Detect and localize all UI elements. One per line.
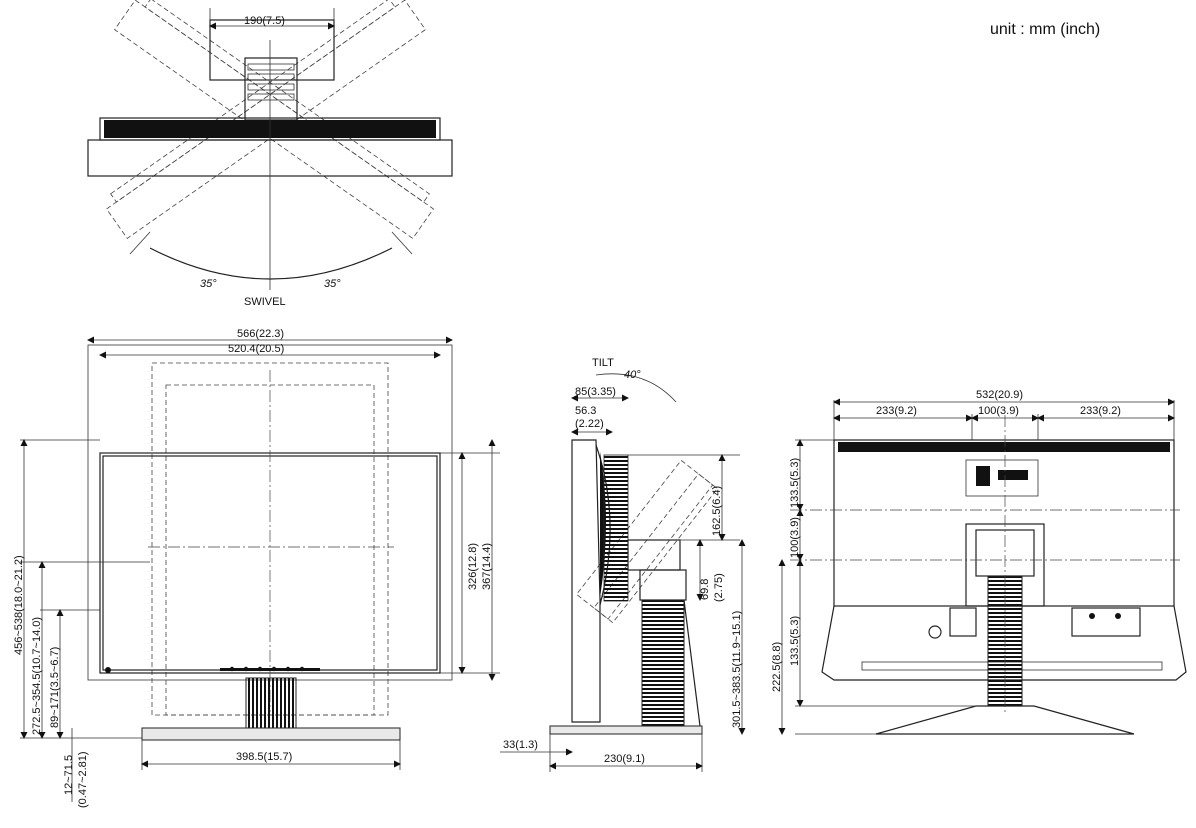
side-hinge-b: (2.75) bbox=[713, 573, 725, 602]
front-base-gap-a: 12~71.5 bbox=[63, 755, 75, 795]
side-base-offset: 33(1.3) bbox=[503, 739, 538, 751]
swivel-caption: SWIVEL bbox=[244, 296, 286, 308]
front-screen-width: 520.4(20.5) bbox=[228, 343, 284, 355]
front-screen-height: 326(12.8) bbox=[467, 543, 479, 590]
front-base-gap-b: (0.47~2.81) bbox=[77, 751, 89, 808]
side-hinge-a: 69.8 bbox=[699, 579, 711, 600]
side-tilt-angle: 40° bbox=[624, 369, 641, 381]
side-tilt-label: TILT bbox=[592, 357, 614, 369]
front-center-height-range: 272.5~354.5(10.7~14.0) bbox=[31, 617, 43, 735]
swivel-angle-right: 35° bbox=[324, 278, 341, 290]
rear-left-offset: 233(9.2) bbox=[876, 405, 917, 417]
rear-view: 532(20.9) 233(9.2) 100(3.9) 233(9.2) 133… bbox=[771, 389, 1187, 735]
side-depth-panel-a: 56.3 bbox=[575, 405, 596, 417]
rear-overall-width: 532(20.9) bbox=[976, 389, 1023, 401]
front-overall-height: 367(14.4) bbox=[481, 543, 493, 590]
side-stand-height: 301.5~383.5(11.9~15.1) bbox=[731, 611, 743, 728]
rear-right-offset: 233(9.2) bbox=[1080, 405, 1121, 417]
swivel-width-label: 190(7.5) bbox=[244, 15, 285, 27]
rear-vesa-height: 100(3.9) bbox=[789, 517, 801, 558]
side-base-depth: 230(9.1) bbox=[604, 753, 645, 765]
rear-vesa-width: 100(3.9) bbox=[978, 405, 1019, 417]
side-stand-upper: 162.5(6.4) bbox=[711, 486, 723, 536]
swivel-angle-left: 35° bbox=[200, 278, 217, 290]
front-height-range: 456~538(18.0~21.2) bbox=[13, 555, 25, 655]
front-base-width: 398.5(15.7) bbox=[236, 751, 292, 763]
rear-upper-offset: 133.5(5.3) bbox=[789, 458, 801, 508]
front-bottom-height-range: 89~171(3.5~6.7) bbox=[49, 647, 61, 728]
front-overall-width: 566(22.3) bbox=[237, 328, 284, 340]
front-view: 566(22.3) 520.4(20.5) 398.5(15.7) 326(12… bbox=[13, 328, 500, 808]
side-depth-top: 85(3.35) bbox=[575, 386, 616, 398]
rear-lower-offset: 133.5(5.3) bbox=[789, 616, 801, 666]
side-view: TILT 40° 85(3.35) 56.3 (2.22) 162.5(6.4)… bbox=[500, 357, 746, 772]
side-depth-panel-b: (2.22) bbox=[575, 418, 604, 430]
swivel-top-view: 190(7.5) 35° 35° SWIVEL bbox=[87, 0, 453, 308]
rear-mount-height: 222.5(8.8) bbox=[771, 642, 783, 692]
front-buttons bbox=[220, 666, 320, 672]
unit-label: unit : mm (inch) bbox=[990, 21, 1100, 38]
